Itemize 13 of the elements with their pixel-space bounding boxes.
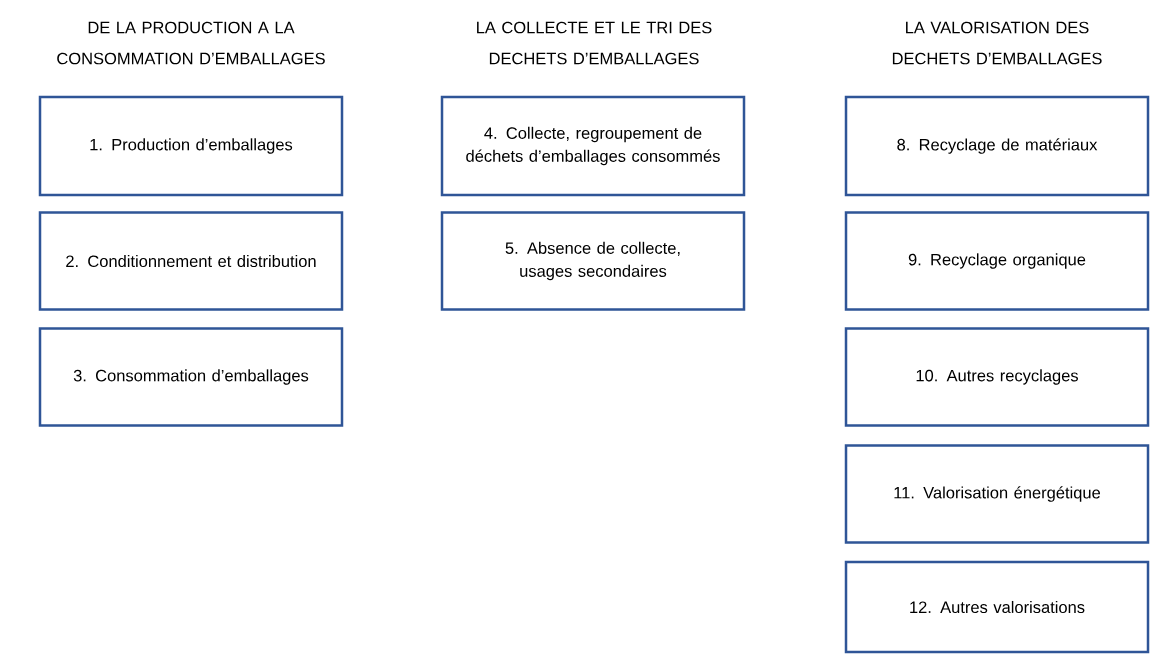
- process-box: 12. Autres valorisations: [844, 560, 1150, 654]
- process-box: 10. Autres recyclages: [844, 327, 1150, 427]
- process-box: 5. Absence de collecte, usages secondaires: [440, 211, 746, 311]
- process-box: 2. Conditionnement et distribution: [38, 211, 344, 311]
- process-box: 11. Valorisation énergétique: [844, 444, 1150, 544]
- process-box: 1. Production d’emballages: [38, 95, 344, 197]
- column-heading: LA VALORISATION DES DECHETS D’EMBALLAGES: [892, 21, 1102, 65]
- column-heading: DE LA PRODUCTION A LA CONSOMMATION D’EMBALLAGES: [57, 21, 325, 65]
- column-heading: LA COLLECTE ET LE TRI DES DECHETS D’EMBALLAGES: [477, 21, 712, 65]
- process-box: 3. Consommation d’emballages: [38, 327, 344, 427]
- process-box: 4. Collecte, regroupement de déchets d’emballages consommés: [440, 95, 746, 197]
- process-box: 8. Recyclage de matériaux: [844, 95, 1150, 197]
- process-box: 9. Recyclage organique: [844, 211, 1150, 311]
